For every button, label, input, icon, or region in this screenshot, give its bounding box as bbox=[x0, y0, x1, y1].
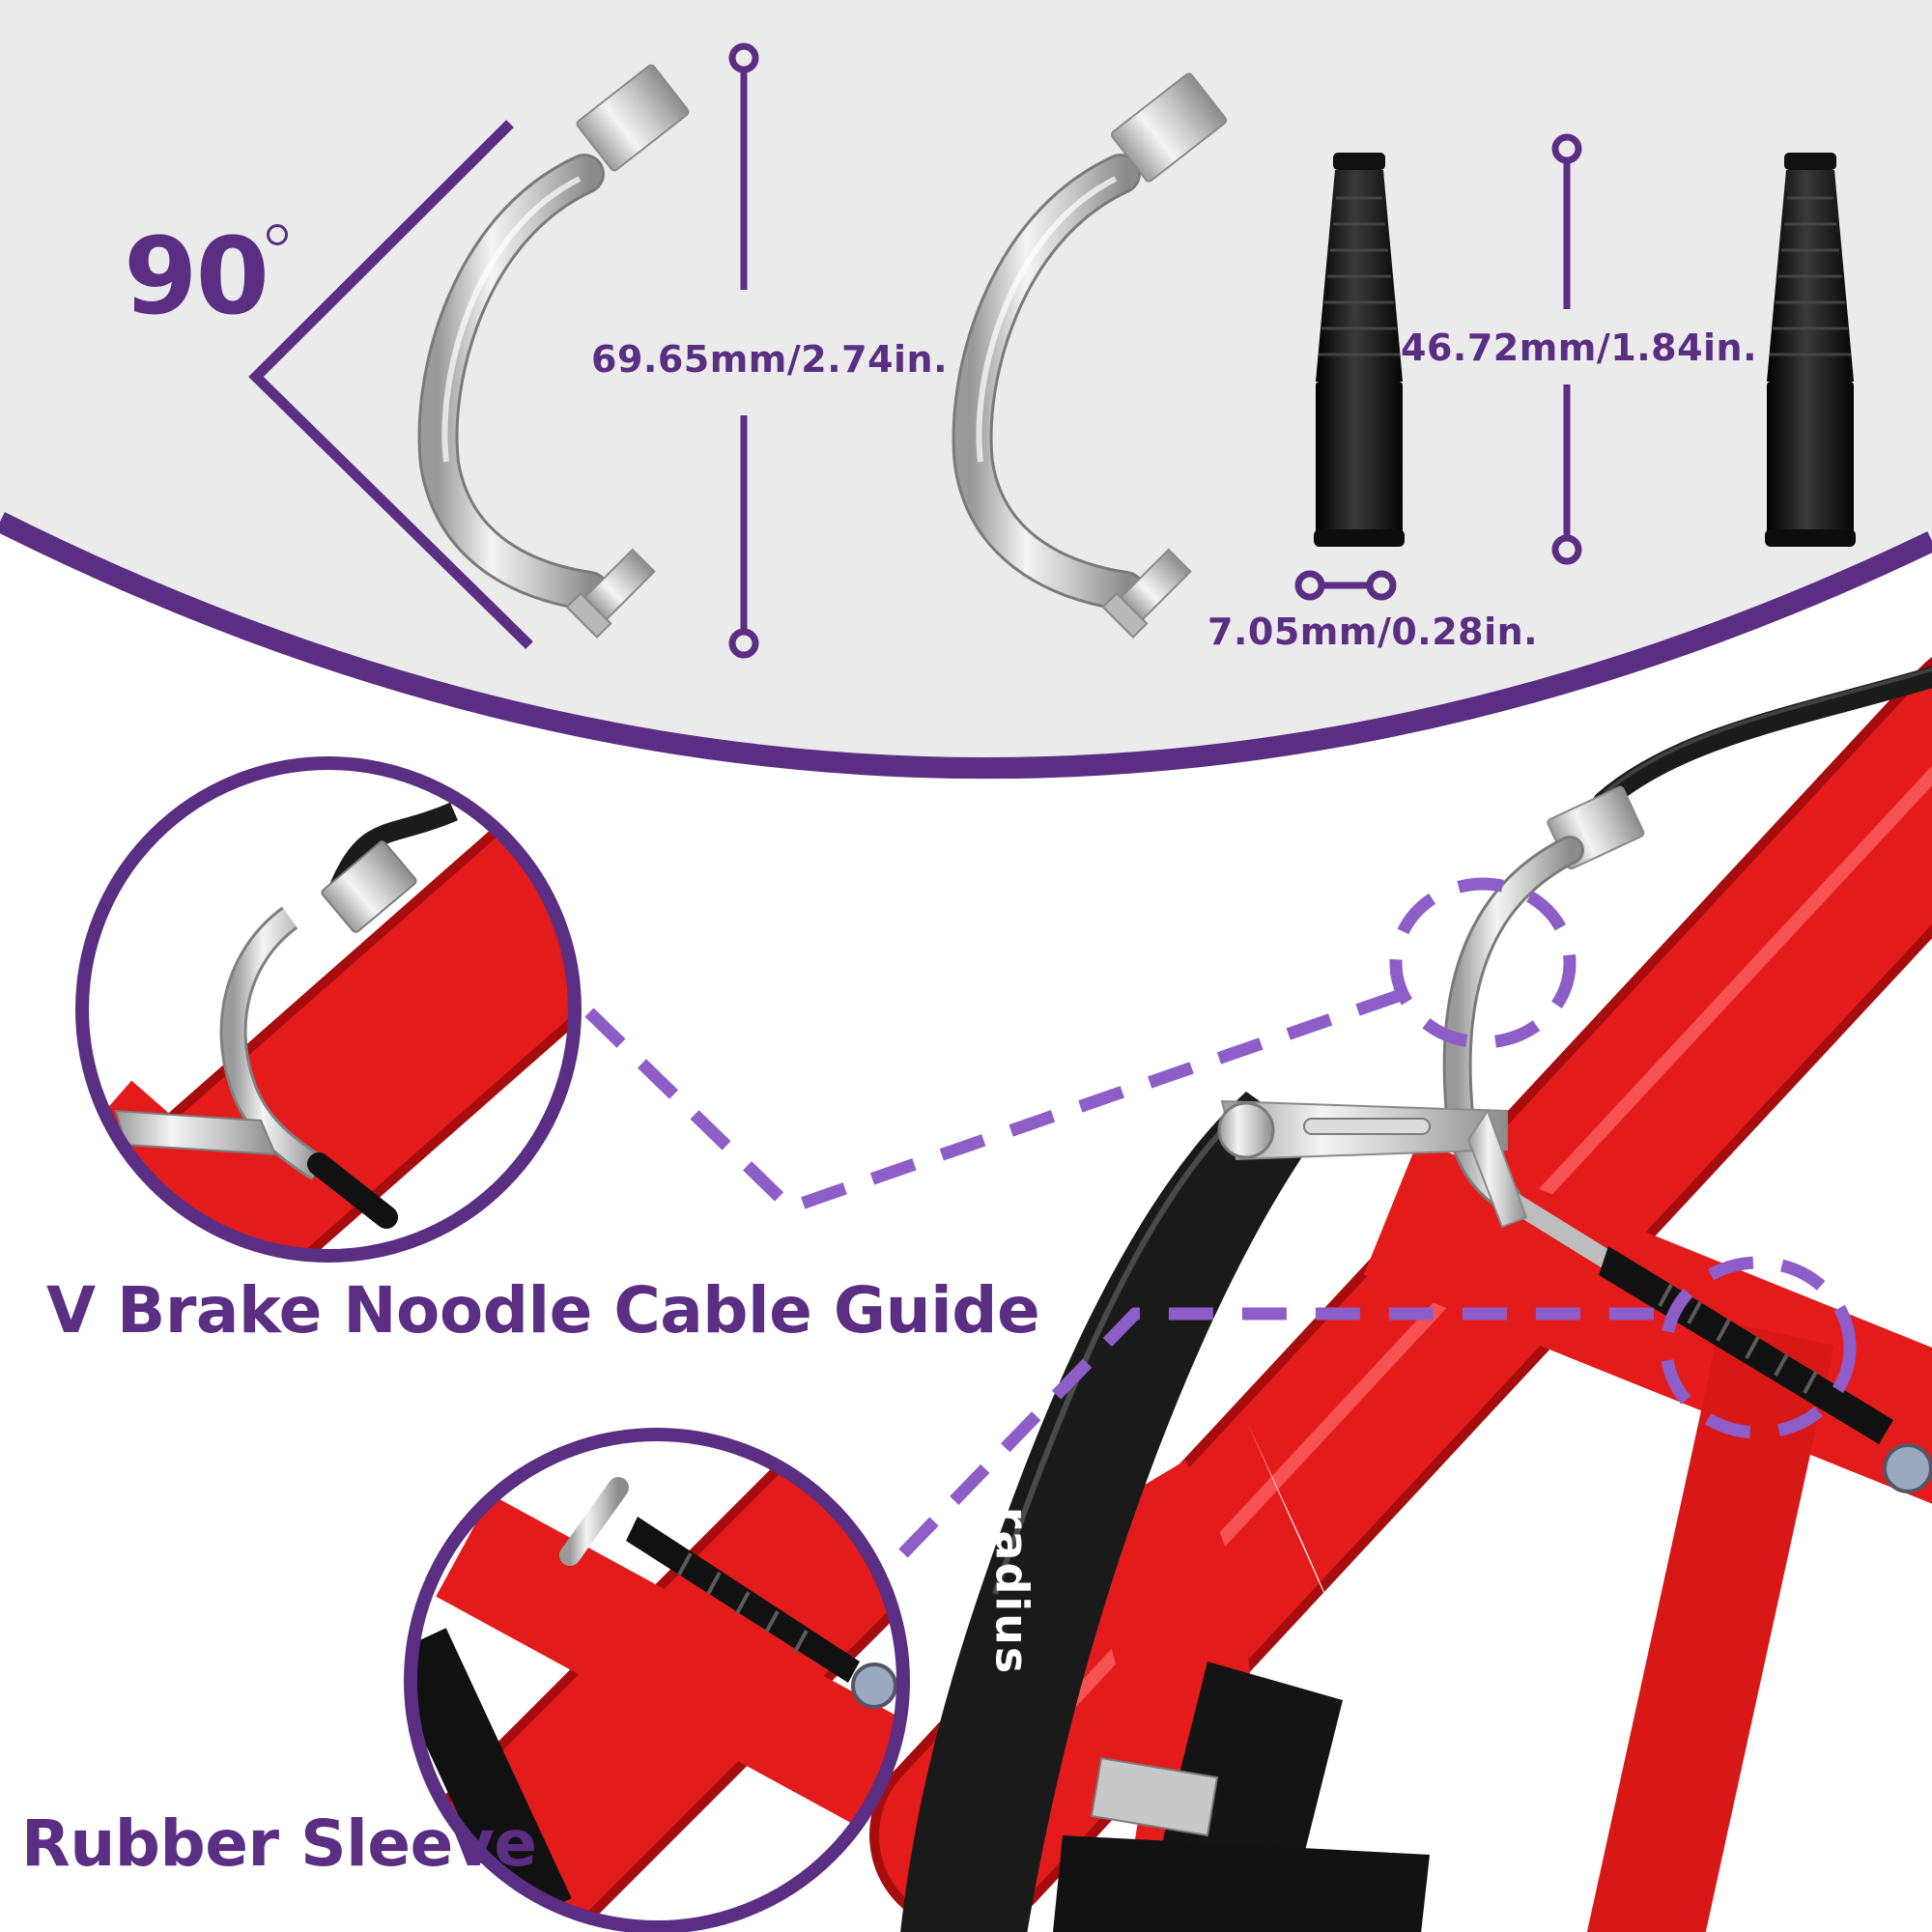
guide-length-label: 69.65mm/2.74in. bbox=[591, 338, 949, 381]
dimension-line-icon bbox=[728, 43, 759, 659]
angle-value: 90 bbox=[124, 214, 270, 338]
cable-guide-product-2 bbox=[952, 72, 1228, 639]
brake-arm bbox=[900, 1092, 1314, 1932]
degree-symbol-icon bbox=[267, 224, 288, 245]
sleeve-diameter-label: 7.05mm/0.28in. bbox=[1208, 611, 1539, 653]
rubber-sleeve-product-2 bbox=[1765, 153, 1856, 547]
brake-brand-logo: radius bbox=[985, 1506, 1038, 1676]
installation-scene bbox=[75, 658, 1932, 1932]
magnifier-circle-icon bbox=[75, 756, 582, 1263]
panel-curve-border bbox=[0, 512, 1932, 780]
installed-rubber-sleeve bbox=[1599, 1246, 1932, 1493]
brake-linkage bbox=[1217, 1099, 1528, 1229]
dimension-line-icon bbox=[1551, 133, 1582, 565]
sleeve-length-label: 46.72mm/1.84in. bbox=[1401, 327, 1758, 369]
top-panel bbox=[0, 0, 1932, 780]
magnifier-circle-icon bbox=[404, 1428, 910, 1932]
dimension-line-icon bbox=[1294, 570, 1397, 601]
rubber-sleeve-product-1 bbox=[1314, 153, 1405, 547]
angle-chevron-icon bbox=[248, 120, 533, 649]
brake-cable bbox=[1593, 666, 1932, 812]
brake-pad bbox=[1053, 1662, 1430, 1932]
guide-title: V Brake Noodle Cable Guide bbox=[46, 1273, 1040, 1348]
cable-guide-product-1 bbox=[417, 64, 690, 639]
callout-dashes bbox=[584, 877, 1857, 1558]
sleeve-title: Rubber Sleeve bbox=[21, 1806, 537, 1881]
